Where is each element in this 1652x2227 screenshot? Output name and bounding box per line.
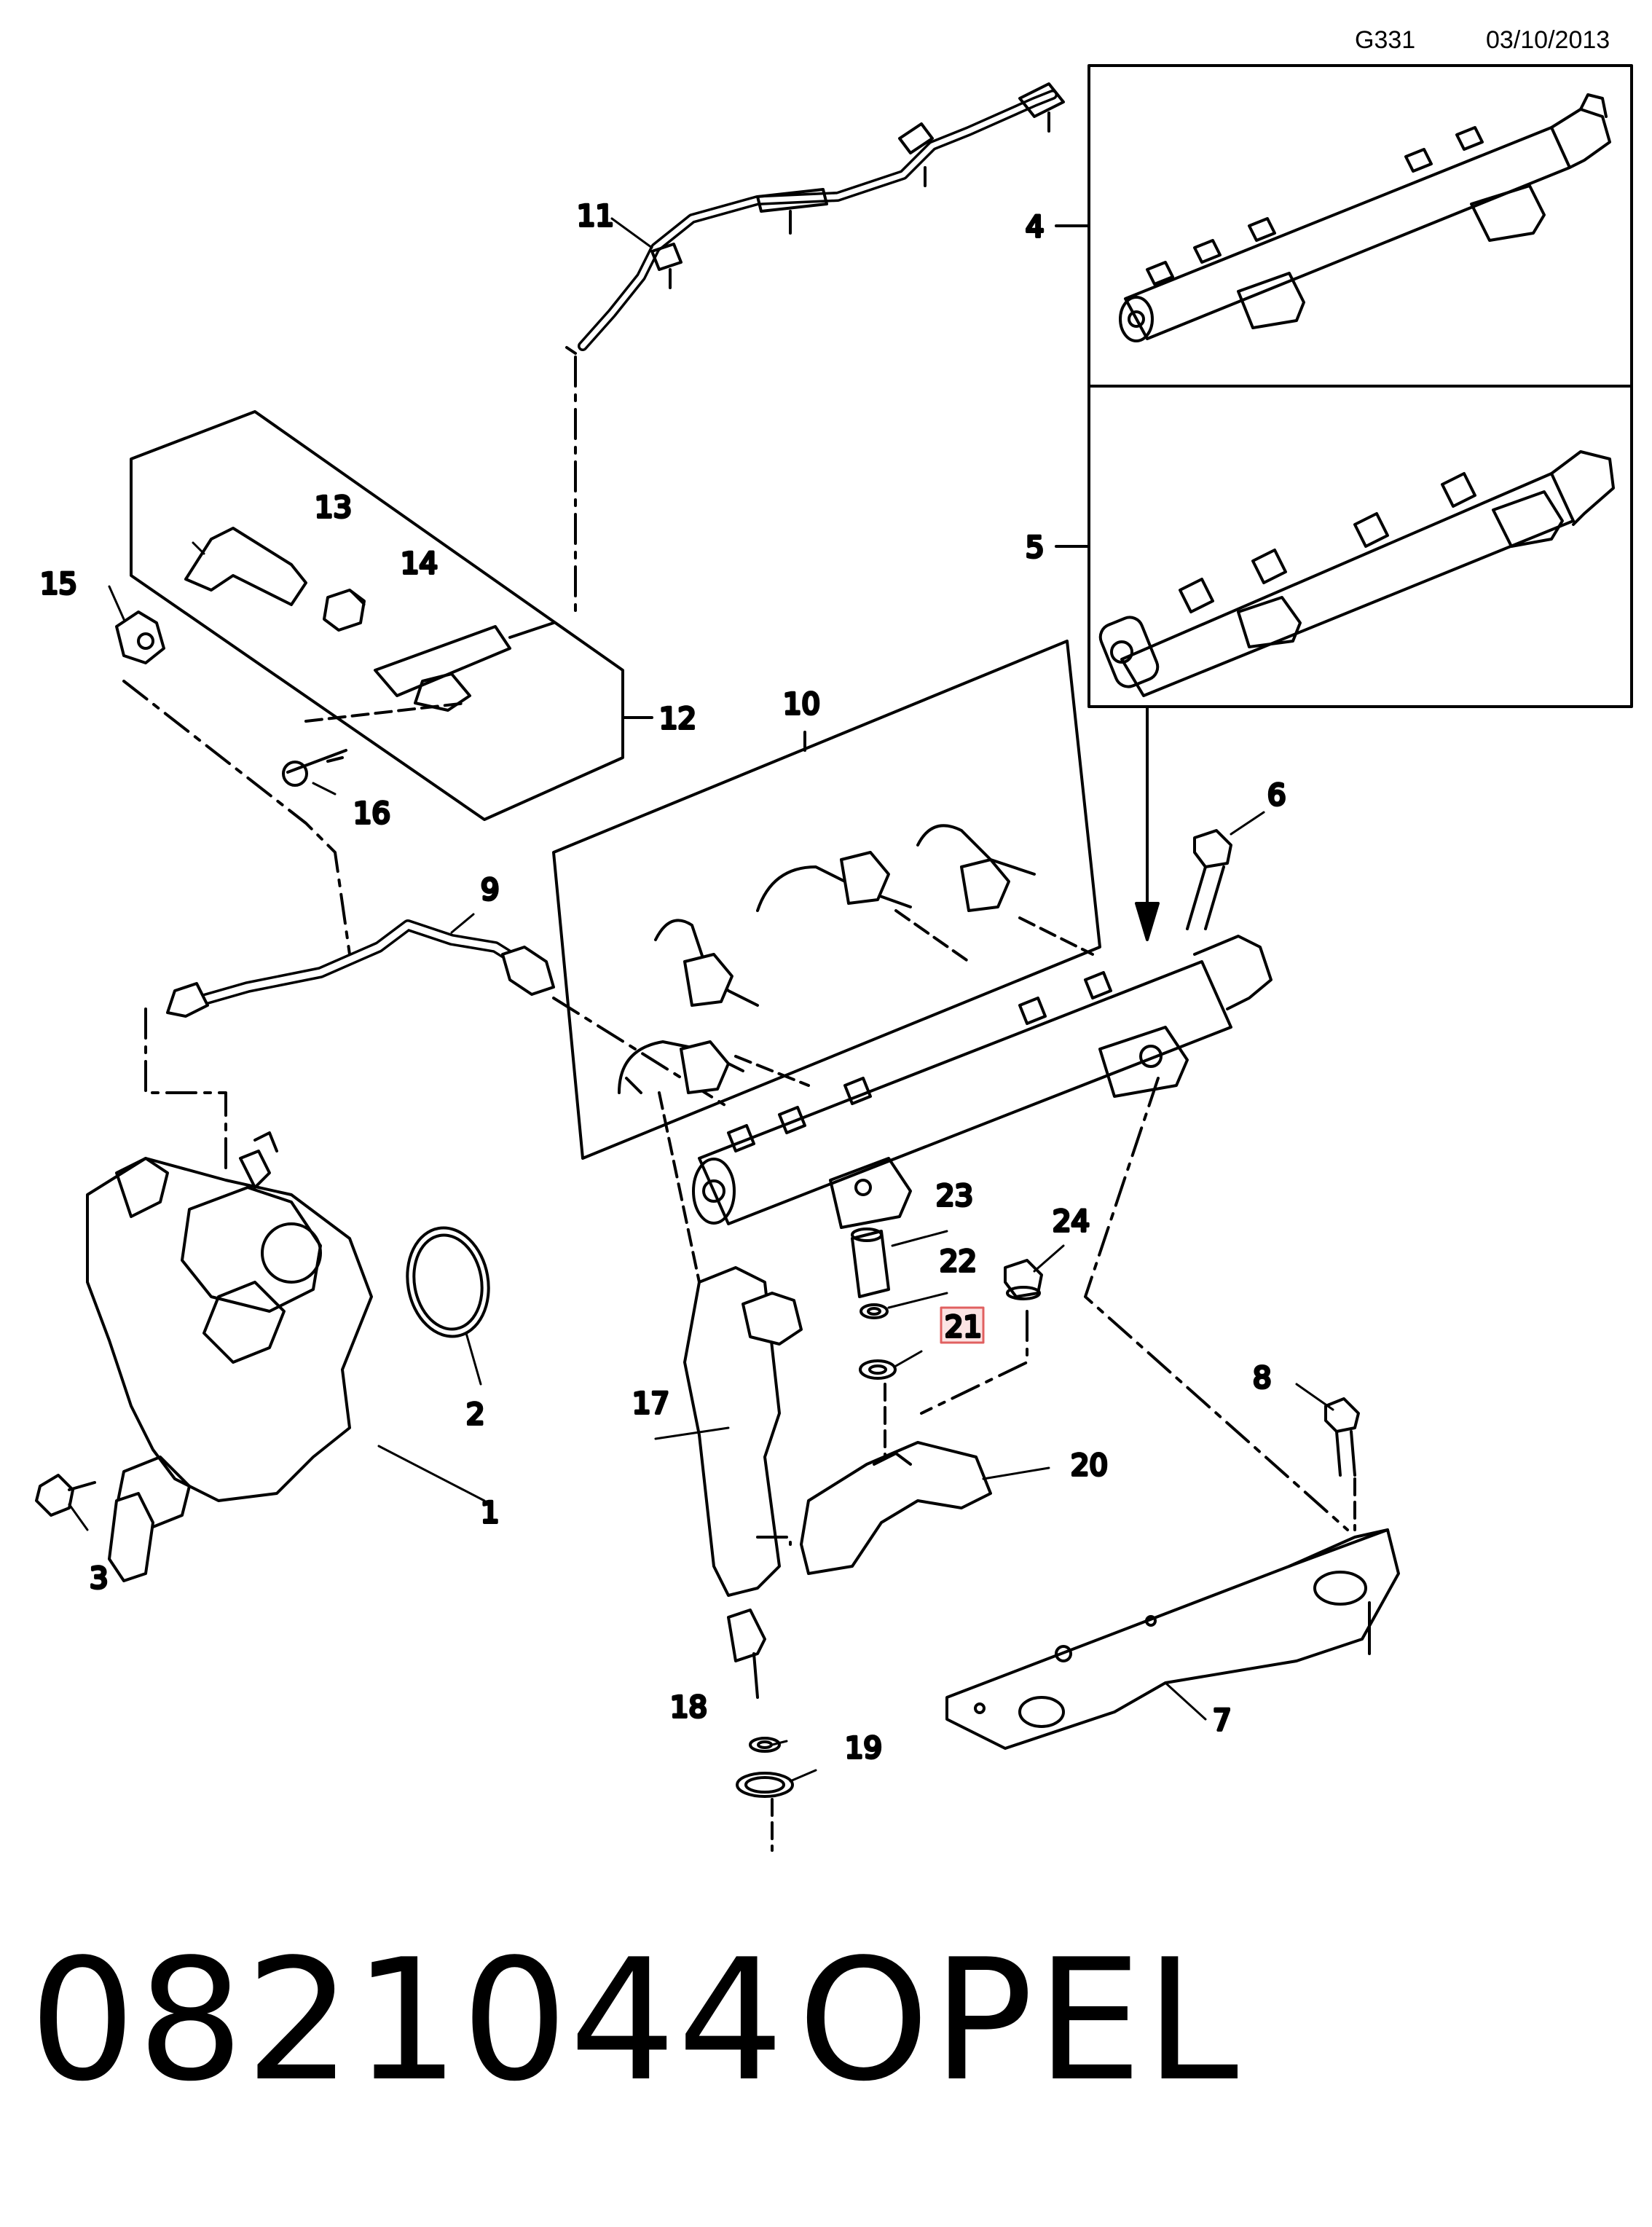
- clip-15: [115, 610, 165, 664]
- washer-21: [859, 1359, 897, 1380]
- washer-22: [860, 1303, 889, 1319]
- diagram-date: 03/10/2013: [1486, 26, 1610, 54]
- injector-clamp-20: [800, 1383, 992, 1575]
- callout-9: 9: [481, 873, 499, 907]
- seal-19: [736, 1772, 794, 1852]
- rail-bracket-leader-line: [1084, 1077, 1349, 1531]
- callout-16: 16: [353, 797, 390, 830]
- callout-20: 20: [1071, 1449, 1108, 1482]
- diagram-code: G331: [1355, 26, 1416, 54]
- bolt-8: [1324, 1397, 1360, 1531]
- bolt-6: [1186, 829, 1232, 930]
- fuel-rail-assembly: [692, 935, 1273, 1229]
- callout-6: 6: [1267, 779, 1286, 812]
- wiring-harness-11: [565, 82, 1065, 355]
- clamp-leader-line: [756, 1536, 792, 1546]
- callout-13: 13: [315, 491, 352, 525]
- sensor-kit-box-12: [130, 410, 653, 821]
- callout-10: 10: [783, 688, 820, 721]
- highlight-box: [940, 1306, 985, 1344]
- injector-17: [658, 1091, 803, 1699]
- callout-23: 23: [936, 1179, 973, 1213]
- callout-labels: 1 2 3 4 5 6 7 8 9 10 11 12 13 14 15 16 1…: [39, 198, 1287, 1767]
- callout-15: 15: [40, 567, 77, 601]
- clip-leader-line: [122, 680, 351, 956]
- callout-19: 19: [845, 1732, 882, 1765]
- support-bracket-7: [945, 1528, 1400, 1750]
- nut-24: [1004, 1259, 1043, 1300]
- callout-5: 5: [1026, 531, 1044, 565]
- inset-panel-rail-4: [1055, 64, 1633, 388]
- callout-8: 8: [1253, 1362, 1271, 1395]
- callout-12: 12: [659, 702, 696, 736]
- high-pressure-pump-1: [86, 1131, 490, 1582]
- sleeve-23: [851, 1228, 890, 1298]
- inset-panel-rail-5: [1055, 385, 1633, 708]
- callout-18: 18: [670, 1691, 707, 1724]
- bolt-3: [35, 1474, 96, 1517]
- callout-14: 14: [401, 547, 438, 581]
- vehicle-make: OPEL: [798, 1924, 1242, 2118]
- callout-24: 24: [1053, 1205, 1090, 1238]
- part-number: 0821044: [29, 1924, 786, 2118]
- callout-2: 2: [466, 1398, 484, 1431]
- injector-pipes-box-10: [552, 640, 1101, 1160]
- callout-leaders: [68, 217, 1334, 1783]
- callout-22: 22: [940, 1245, 977, 1279]
- nut-leader-line: [920, 1310, 1028, 1415]
- callout-3: 3: [90, 1562, 108, 1595]
- pump-pipe-9: [166, 919, 555, 1018]
- callout-21[interactable]: 21: [943, 1309, 983, 1346]
- pipe-leader-a: [144, 1008, 227, 1174]
- callout-7: 7: [1213, 1704, 1231, 1737]
- callout-11: 11: [577, 200, 614, 233]
- callout-1: 1: [481, 1496, 499, 1530]
- callout-17: 17: [632, 1387, 669, 1421]
- callout-4: 4: [1026, 211, 1044, 244]
- rail-selection-arrow: [1135, 705, 1160, 941]
